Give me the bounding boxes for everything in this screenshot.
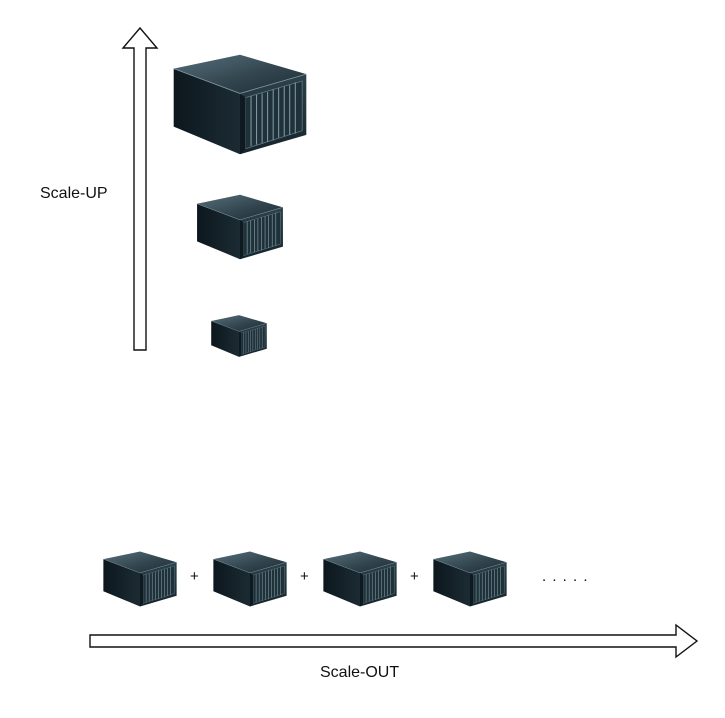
arrow-right-icon	[89, 623, 699, 659]
server-icon	[196, 194, 284, 260]
server-icon	[210, 314, 268, 358]
scale-up-label: Scale-UP	[40, 185, 108, 202]
server-icon	[212, 551, 288, 607]
arrow-up-icon	[121, 26, 159, 351]
server-icon	[432, 551, 508, 607]
scale-out-label: Scale-OUT	[320, 664, 400, 681]
plus-sign: +	[300, 568, 309, 585]
ellipsis: . . . . .	[542, 568, 589, 585]
plus-sign: +	[190, 568, 199, 585]
server-icon	[102, 551, 178, 607]
server-icon	[322, 551, 398, 607]
server-icon	[172, 54, 308, 155]
plus-sign: +	[410, 568, 419, 585]
